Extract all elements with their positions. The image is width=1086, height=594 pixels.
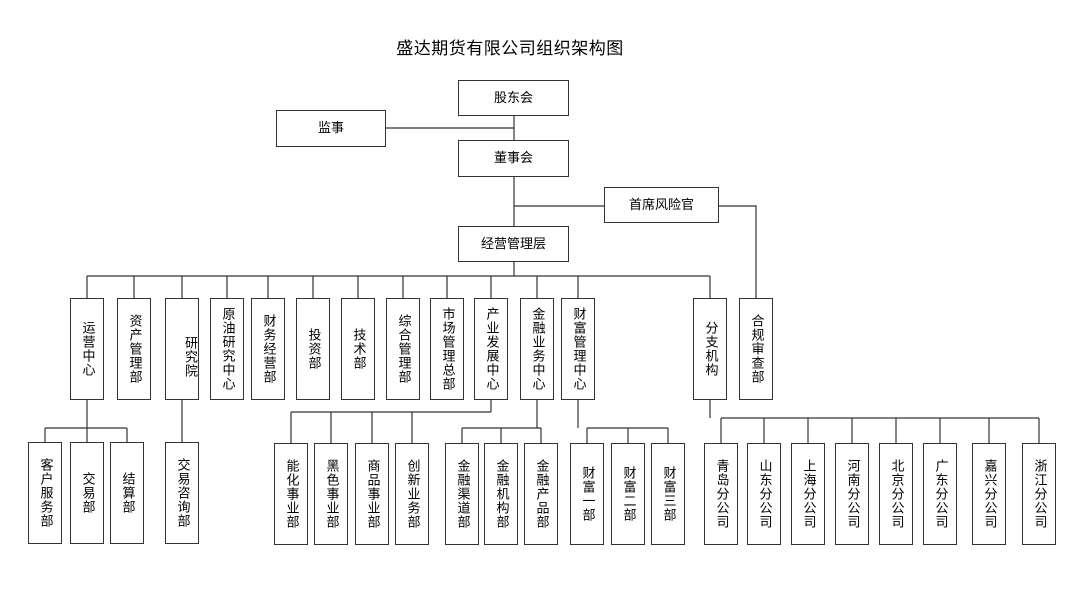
node-commodity: 商品事业部 — [355, 443, 389, 545]
node-board: 董事会 — [458, 140, 569, 177]
node-fin-channel: 金融渠道部 — [445, 443, 479, 545]
node-trading: 交易部 — [70, 442, 104, 544]
node-operations-center: 运营中心 — [70, 298, 104, 400]
node-shandong: 山东分公司 — [747, 443, 781, 545]
node-investment: 投资部 — [296, 298, 330, 400]
node-branches: 分支机构 — [693, 298, 727, 400]
node-qingdao: 青岛分公司 — [704, 443, 738, 545]
node-wealth-mgmt: 财富管理中心 — [561, 298, 595, 400]
node-finance-mgmt: 财务经营部 — [251, 298, 285, 400]
node-cro: 首席风险官 — [604, 187, 719, 223]
node-fin-product: 金融产品部 — [524, 443, 558, 545]
node-technology: 技术部 — [341, 298, 375, 400]
node-fin-institution: 金融机构部 — [484, 443, 518, 545]
node-wealth1: 财富一部 — [570, 443, 604, 545]
connector-cro-compliance — [719, 205, 757, 298]
node-research-institute: 研究院 — [165, 298, 199, 400]
node-zhejiang: 浙江分公司 — [1022, 443, 1056, 545]
node-wealth3: 财富三部 — [651, 443, 685, 545]
node-ferrous: 黑色事业部 — [314, 443, 348, 545]
node-energy-chem: 能化事业部 — [274, 443, 308, 545]
node-management: 经营管理层 — [458, 226, 569, 262]
node-marketing-hq: 市场管理总部 — [430, 298, 464, 400]
node-henan: 河南分公司 — [835, 443, 869, 545]
node-trading-consulting: 交易咨询部 — [165, 442, 199, 544]
node-supervisor: 监事 — [276, 110, 386, 147]
node-shareholders: 股东会 — [458, 80, 569, 116]
node-industry-dev: 产业发展中心 — [474, 298, 508, 400]
node-crude-oil-research: 原油研究中心 — [210, 298, 244, 400]
node-customer-service: 客户服务部 — [28, 442, 62, 544]
node-compliance-audit: 合规审查部 — [739, 298, 773, 400]
node-asset-mgmt: 资产管理部 — [117, 298, 151, 400]
node-guangdong: 广东分公司 — [923, 443, 957, 545]
node-financial-business: 金融业务中心 — [520, 298, 554, 400]
node-innovation: 创新业务部 — [395, 443, 429, 545]
node-settlement: 结算部 — [110, 442, 144, 544]
node-beijing: 北京分公司 — [879, 443, 913, 545]
chart-title: 盛达期货有限公司组织架构图 — [396, 39, 624, 59]
node-general-mgmt: 综合管理部 — [386, 298, 420, 400]
node-jiaxing: 嘉兴分公司 — [972, 443, 1006, 545]
node-wealth2: 财富二部 — [611, 443, 645, 545]
node-shanghai: 上海分公司 — [791, 443, 825, 545]
